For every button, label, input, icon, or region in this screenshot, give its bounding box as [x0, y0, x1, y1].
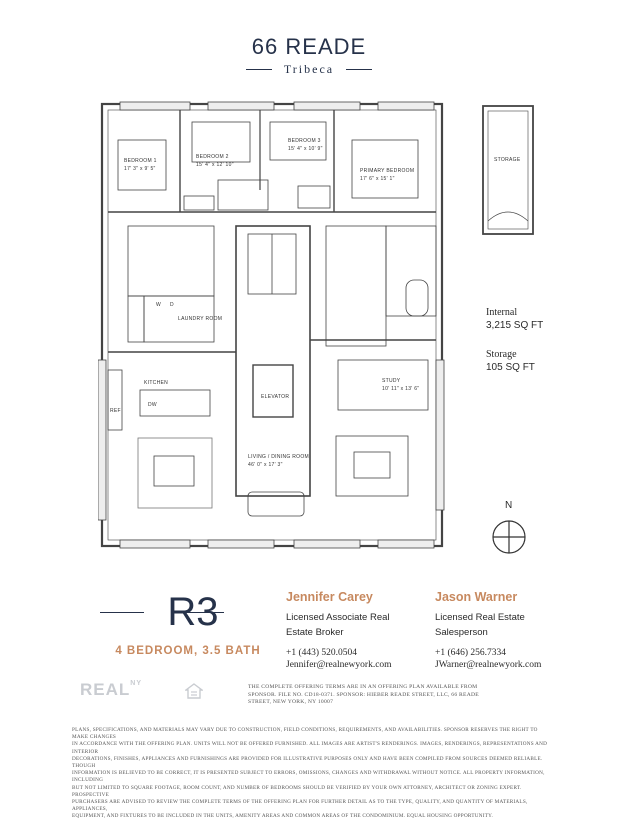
label-refrigerator: REF	[110, 408, 121, 414]
room-label-living: LIVING / DINING ROOM	[248, 454, 309, 460]
room-label-primary: PRIMARY BEDROOM	[360, 168, 414, 174]
agent-card-2: Jason Warner Licensed Real Estate Salesp…	[435, 590, 575, 671]
agent-role-line1: Licensed Real Estate	[435, 612, 525, 623]
disclaimer-line: INFORMATION IS BELIEVED TO BE CORRECT, I…	[72, 770, 545, 784]
room-label-laundry: LAUNDRY ROOM	[178, 316, 222, 322]
room-label-bedroom2: BEDROOM 2	[196, 154, 229, 160]
agent-email[interactable]: Jennifer@realnewyork.com	[286, 660, 392, 670]
neighborhood-subtitle: Tribeca	[283, 62, 335, 76]
agent-role-line2: Salesperson	[435, 627, 488, 638]
offering-line: STREET, NEW YORK, NY 10007	[248, 699, 334, 706]
subtitle-rule-left	[245, 69, 272, 70]
agent-name: Jason Warner	[435, 590, 518, 604]
offering-line: SPONSOR. FILE NO. CD18-0371. SPONSOR: HI…	[248, 691, 479, 698]
equal-housing-icon	[185, 683, 203, 699]
agent-name: Jennifer Carey	[286, 590, 373, 604]
room-dim-bedroom1: 17' 3" x 9' 5"	[124, 166, 156, 172]
subtitle-row: Tribeca	[0, 62, 618, 77]
subtitle-rule-right	[346, 69, 373, 70]
room-label-study: STUDY	[382, 378, 401, 384]
compass-icon	[492, 520, 526, 554]
agent-role-line1: Licensed Associate Real	[286, 612, 390, 623]
agent-email[interactable]: JWarner@realnewyork.com	[435, 660, 542, 670]
agent-card-1: Jennifer Carey Licensed Associate Real E…	[286, 590, 426, 671]
room-label-bedroom1: BEDROOM 1	[124, 158, 157, 164]
legal-disclaimer: PLANS, SPECIFICATIONS, AND MATERIALS MAY…	[72, 727, 552, 821]
agent-phone: +1 (443) 520.0504	[286, 648, 358, 658]
disclaimer-line: BUT NOT LIMITED TO SQUARE FOOTAGE, ROOM …	[72, 784, 522, 798]
offering-statement: THE COMPLETE OFFERING TERMS ARE IN AN OF…	[248, 684, 568, 707]
compass-north-label: N	[505, 500, 513, 511]
storage-area-value: 105 SQ FT	[486, 362, 535, 373]
agent-phone: +1 (646) 256.7334	[435, 648, 507, 658]
room-label-elevator: ELEVATOR	[261, 394, 289, 400]
disclaimer-line: IN ACCORDANCE WITH THE OFFERING PLAN. UN…	[72, 741, 548, 755]
logo-text: REAL	[80, 680, 131, 699]
label-washer: W	[156, 302, 161, 308]
disclaimer-line: EQUIPMENT, AND FIXTURES TO BE INCLUDED I…	[72, 813, 494, 820]
offering-line: THE COMPLETE OFFERING TERMS ARE IN AN OF…	[248, 684, 478, 690]
real-ny-logo: REALNY	[80, 680, 142, 700]
label-dishwasher: DW	[148, 402, 157, 408]
room-label-kitchen: KITCHEN	[144, 380, 168, 386]
disclaimer-line: PURCHASERS ARE ADVISED TO REVIEW THE COM…	[72, 799, 528, 813]
unit-rule-left	[100, 612, 144, 613]
floor-plan: BEDROOM 1 17' 3" x 9' 5" BEDROOM 2 15' 4…	[98, 101, 445, 549]
storage-plan: STORAGE	[482, 105, 534, 235]
agent-role-line2: Estate Broker	[286, 627, 344, 638]
room-dim-living: 46' 0" x 17' 3"	[248, 462, 283, 468]
internal-value: 3,215 SQ FT	[486, 320, 544, 331]
room-dim-bedroom3: 15' 4" x 10' 9"	[288, 146, 323, 152]
unit-bed-bath: 4 BEDROOM, 3.5 BATH	[115, 645, 261, 657]
room-dim-primary: 17' 6" x 15' 1"	[360, 176, 395, 182]
label-dryer: D	[170, 302, 174, 308]
logo-sup: NY	[130, 680, 143, 687]
storage-area-label: Storage	[486, 349, 517, 360]
disclaimer-line: DECORATIONS, FINISHES, APPLIANCES AND FU…	[72, 755, 543, 770]
storage-label: STORAGE	[494, 157, 521, 163]
unit-rule-right	[180, 612, 224, 613]
room-label-bedroom3: BEDROOM 3	[288, 138, 321, 144]
room-dim-bedroom2: 15' 4" x 12' 10"	[196, 162, 234, 168]
room-dim-study: 10' 11" x 13' 6"	[382, 386, 419, 392]
internal-label: Internal	[486, 307, 518, 318]
disclaimer-line: PLANS, SPECIFICATIONS, AND MATERIALS MAY…	[72, 727, 538, 741]
building-title: 66 READE	[251, 34, 367, 59]
